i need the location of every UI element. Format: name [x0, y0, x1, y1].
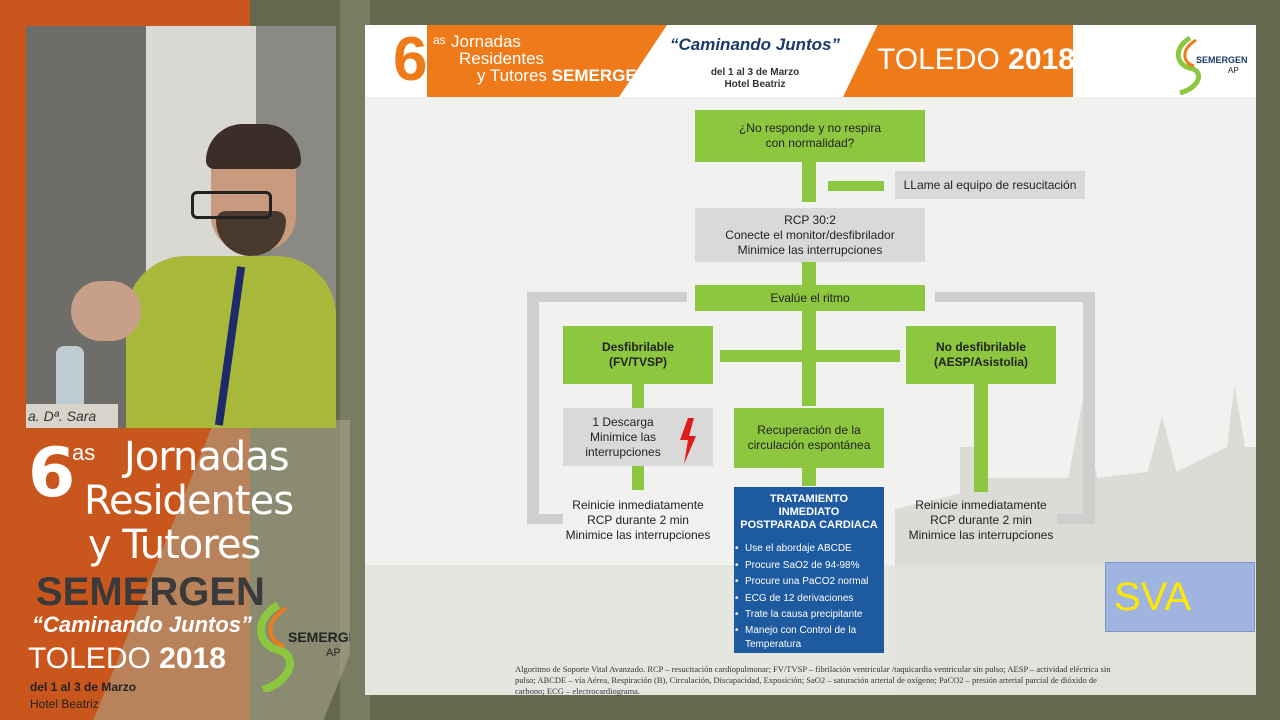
list-item: ECG de 12 derivaciones [735, 591, 885, 608]
svg-text:SEMERGEN: SEMERGEN [1196, 55, 1248, 65]
loop-left-top [527, 292, 687, 302]
brand-hotel: Hotel Beatriz [30, 697, 99, 711]
brand-semergen: SEMERGEN [36, 570, 265, 614]
list-item: Procure una PaCO2 normal [735, 574, 885, 591]
box-call-team: LLame al equipo de resucitación [895, 171, 1085, 199]
header-line2: Residentes [459, 49, 545, 68]
arrow-shockable-down [632, 384, 644, 408]
arrow-nonshockable-down [974, 384, 988, 492]
loop-right-bottom [1057, 514, 1093, 524]
brand-number: 6 [28, 434, 76, 513]
post-arrest-list: Use el abordaje ABCDE Procure SaO2 de 94… [735, 541, 885, 652]
loop-left-vertical [527, 292, 539, 524]
svg-text:AP: AP [1228, 66, 1239, 75]
header-superscript: as [433, 33, 446, 47]
header-orange-right [843, 25, 1073, 97]
header-motto: “Caminando Juntos” [669, 35, 840, 54]
list-item: Use el abordaje ABCDE [735, 541, 885, 558]
brand-dates: del 1 al 3 de Marzo [30, 680, 137, 694]
arrow-start-to-rcp [802, 162, 816, 202]
loop-left-bottom [527, 514, 563, 524]
brand-motto: “Caminando Juntos” [32, 612, 253, 637]
list-item: Procure SaO2 de 94-98% [735, 558, 885, 575]
box-shockable: Desfibrilable(FV/TVSP) [563, 326, 713, 384]
speaker-video: a. Dª. Sara [26, 26, 336, 428]
list-item: Trate la causa precipitante [735, 607, 885, 624]
loop-right-vertical [1083, 292, 1095, 524]
svg-text:SEMERGEN: SEMERGEN [288, 629, 350, 645]
brand-line3: y Tutores [88, 522, 261, 568]
brand-toledo: TOLEDO 2018 [28, 642, 226, 675]
speaker-hand [71, 281, 141, 341]
header-toledo: TOLEDO 2018 [877, 43, 1075, 76]
box-nonshockable: No desfibrilable(AESP/Asistolia) [906, 326, 1056, 384]
figure-caption: Algoritmo de Soporte Vital Avanzado. RCP… [515, 664, 1111, 696]
brand-line2: Residentes [84, 478, 294, 524]
arrow-shock-down [632, 466, 644, 490]
svg-text:AP: AP [326, 647, 341, 659]
brand-line1: Jornadas [124, 434, 290, 480]
header-number: 6 [393, 25, 428, 94]
arrow-evaluate-to-sides [720, 350, 900, 362]
header-line3: y Tutores SEMERGEN [477, 66, 649, 85]
arrow-rosc-down [802, 468, 816, 486]
box-no-responde: ¿No responde y no respira con normalidad… [695, 110, 925, 162]
list-item: Manejo con Control de la Temperatura [735, 624, 885, 652]
speaker-glasses [191, 191, 272, 219]
semergen-logo-icon: SEMERGEN AP [257, 601, 350, 692]
header-orange-left [427, 25, 667, 97]
box-evaluate: Evalúe el ritmo [695, 285, 925, 311]
lightning-icon [680, 418, 696, 464]
brand-panel: a. Dª. Sara 6 as Jornadas Residentes y T… [0, 0, 350, 720]
brand-superscript: as [72, 440, 96, 465]
sva-label: SVA [1105, 562, 1255, 632]
nameplate: a. Dª. Sara [26, 404, 118, 428]
arrow-rcp-to-evaluate [802, 262, 816, 286]
header-semergen-logo-icon: SEMERGEN AP [1175, 35, 1248, 95]
speaker-hair [206, 124, 301, 169]
arrow-call-team [828, 181, 884, 191]
loop-right-top [935, 292, 1095, 302]
header-line1: Jornadas [451, 32, 521, 51]
